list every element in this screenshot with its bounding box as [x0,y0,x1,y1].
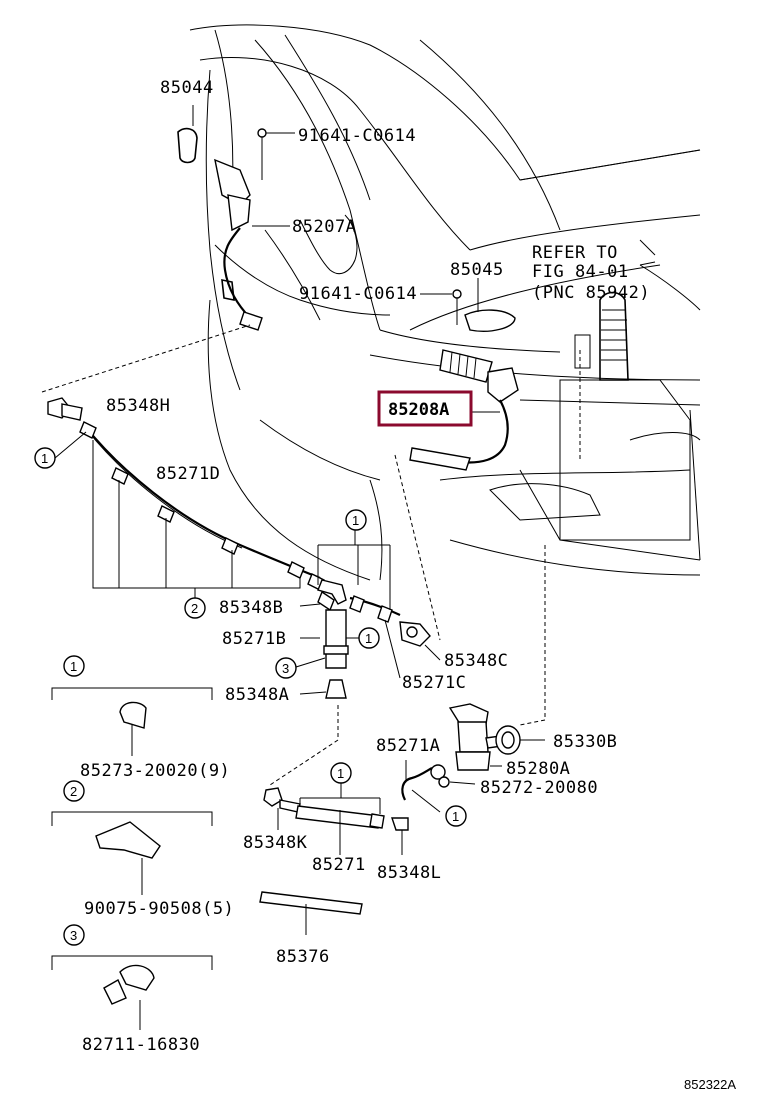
nozzle-cap-85045 [464,278,516,332]
part-labels: 85044 91641-C0614 85207A 85045 91641-C06… [80,78,736,1092]
label-85207A: 85207A [292,217,356,237]
clamp-85272 [430,764,476,788]
callout-1-c: 1 [365,631,372,646]
label-85348K: 85348K [243,833,308,853]
hose-85271 [295,797,385,855]
label-85272-20080: 85272-20080 [480,778,598,798]
tee-joint-85348B [299,579,347,612]
label-91641-top: 91641-C0614 [298,126,416,146]
label-85271D: 85271D [156,464,220,484]
figure-number: 852322A [684,1077,736,1092]
legend-callout-2: 2 [70,784,77,799]
hose-85376 [259,891,363,935]
refer-line-2: FIG 84-01 [532,262,629,282]
label-85348A: 85348A [225,685,289,705]
label-91641-mid: 91641-C0614 [299,284,417,304]
label-85376: 85376 [276,947,330,967]
legend-callout-3: 3 [70,928,77,943]
label-85348L: 85348L [377,863,441,883]
callout-1-d: 1 [337,766,344,781]
hose-85271A [401,760,441,813]
highlight-box-85208A [377,390,473,427]
nozzle-assembly-85208A [409,349,519,471]
callout-1-e: 1 [452,809,459,824]
legend-part-3: 82711-16830 [82,1035,200,1055]
washer-reservoir [559,291,691,541]
label-85271A: 85271A [376,736,440,756]
label-85271B: 85271B [222,629,286,649]
label-85045: 85045 [450,260,504,280]
joint-85348A [299,679,347,699]
grommet-85330B [495,725,545,755]
hose-assembly-85271D [47,397,325,598]
label-85330B: 85330B [553,732,617,752]
hose-85271B [295,609,360,669]
guide-lines [41,261,656,786]
label-85348H: 85348H [106,396,170,416]
bolt-91641-mid [420,289,462,325]
label-85044: 85044 [160,78,214,98]
label-85280A: 85280A [506,759,570,779]
label-85208A[interactable]: 85208A [388,400,449,420]
legend-callout-1: 1 [70,659,77,674]
joint-85348K [263,787,301,830]
callout-1-b: 1 [352,513,359,528]
refer-line-3: (PNC 85942) [532,283,650,303]
check-valve-85348C [399,621,441,661]
bolt-91641-top [257,128,295,180]
nozzle-assembly-85207A [214,158,290,331]
legend-part-1: 85273-20020(9) [80,761,230,781]
label-85271C: 85271C [402,673,466,693]
legend-part-2: 90075-90508(5) [84,899,234,919]
nozzle-cap-85044 [177,127,198,164]
callout-1-a: 1 [41,451,48,466]
legend-bracket-1 [51,687,213,756]
callout-circles: 1 1 2 1 3 1 2 3 1 1 [34,431,467,946]
label-85271: 85271 [312,855,366,875]
legend-bracket-2 [51,811,213,895]
hose-85271C [317,530,401,679]
callout-3-a: 3 [282,661,289,676]
refer-line-1: REFER TO [532,243,618,263]
label-85348C: 85348C [444,651,508,671]
label-85348B: 85348B [219,598,283,618]
callout-2-a: 2 [191,601,198,616]
washer-pump-85280A [448,703,503,771]
joint-85348L [391,817,409,855]
legend-bracket-3 [51,955,213,1030]
